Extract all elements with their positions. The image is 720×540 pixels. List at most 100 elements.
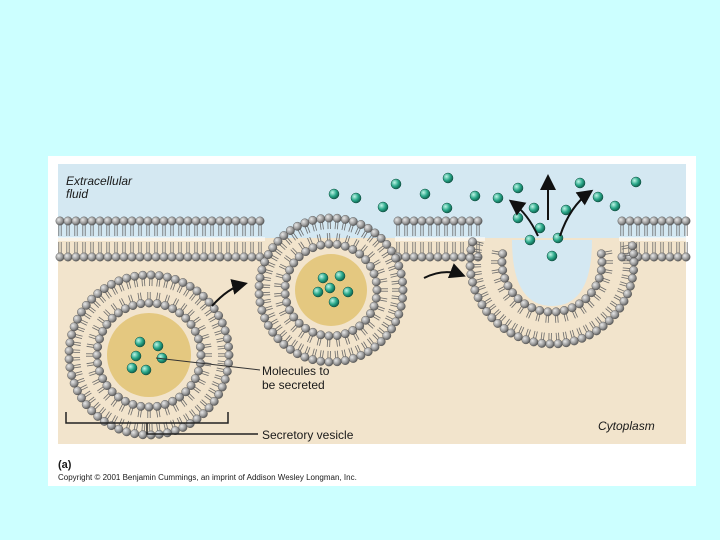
phospholipid-head bbox=[501, 274, 509, 282]
phospholipid-head bbox=[325, 332, 333, 340]
phospholipid-head bbox=[56, 217, 64, 225]
phospholipid-head bbox=[70, 323, 78, 331]
phospholipid-head bbox=[578, 334, 586, 342]
phospholipid-head bbox=[410, 253, 418, 261]
phospholipid-head bbox=[434, 253, 442, 261]
phospholipid-head bbox=[552, 308, 560, 316]
phospholipid-head bbox=[208, 217, 216, 225]
phospholipid-head bbox=[120, 217, 128, 225]
phospholipid-head bbox=[626, 282, 634, 290]
phospholipid-head bbox=[56, 253, 64, 261]
phospholipid-head bbox=[498, 250, 506, 258]
phospholipid-head bbox=[240, 217, 248, 225]
phospholipid-head bbox=[366, 262, 374, 270]
molecules-label: Molecules to be secreted bbox=[262, 364, 333, 392]
phospholipid-head bbox=[129, 301, 137, 309]
phospholipid-head bbox=[618, 217, 626, 225]
phospholipid-head bbox=[372, 294, 380, 302]
phospholipid-head bbox=[64, 253, 72, 261]
phospholipid-head bbox=[225, 351, 233, 359]
phospholipid-head bbox=[391, 254, 399, 262]
phospholipid-head bbox=[93, 343, 101, 351]
copyright-text: Copyright © 2001 Benjamin Cummings, an i… bbox=[58, 473, 357, 482]
phospholipid-head bbox=[333, 214, 341, 222]
phospholipid-head bbox=[504, 282, 512, 290]
phospholipid-head bbox=[538, 339, 546, 347]
phospholipid-head bbox=[498, 258, 506, 266]
phospholipid-head bbox=[200, 253, 208, 261]
phospholipid-head bbox=[458, 253, 466, 261]
phospholipid-head bbox=[628, 242, 636, 250]
phospholipid-head bbox=[282, 298, 290, 306]
phospholipid-head bbox=[139, 271, 147, 279]
phospholipid-head bbox=[200, 217, 208, 225]
phospholipid-head bbox=[248, 217, 256, 225]
phospholipid-head bbox=[372, 278, 380, 286]
phospholipid-head bbox=[325, 240, 333, 248]
phospholipid-head bbox=[130, 272, 138, 280]
phospholipid-head bbox=[163, 429, 171, 437]
phospholipid-head bbox=[394, 217, 402, 225]
phospholipid-head bbox=[528, 304, 536, 312]
phospholipid-head bbox=[418, 253, 426, 261]
phospholipid-head bbox=[349, 354, 357, 362]
phospholipid-head bbox=[115, 425, 123, 433]
phospholipid-head bbox=[160, 253, 168, 261]
phospholipid-head bbox=[282, 274, 290, 282]
phospholipid-head bbox=[256, 298, 264, 306]
phospholipid-head bbox=[115, 277, 123, 285]
phospholipid-head bbox=[357, 351, 365, 359]
phospholipid-head bbox=[64, 217, 72, 225]
phospholipid-head bbox=[325, 214, 333, 222]
phospholipid-head bbox=[546, 340, 554, 348]
phospholipid-head bbox=[281, 290, 289, 298]
phospholipid-head bbox=[466, 262, 474, 270]
lipid-tail bbox=[144, 424, 145, 431]
molecule-sphere bbox=[470, 191, 480, 201]
phospholipid-head bbox=[95, 335, 103, 343]
phospholipid-head bbox=[308, 355, 316, 363]
phospholipid-head bbox=[196, 343, 204, 351]
molecule-sphere bbox=[493, 193, 503, 203]
phospholipid-head bbox=[285, 306, 293, 314]
phospholipid-head bbox=[72, 217, 80, 225]
molecule-sphere bbox=[335, 271, 345, 281]
phospholipid-head bbox=[70, 379, 78, 387]
phospholipid-head bbox=[256, 274, 264, 282]
phospholipid-head bbox=[194, 367, 202, 375]
phospholipid-head bbox=[232, 253, 240, 261]
molecule-sphere bbox=[593, 192, 603, 202]
phospholipid-head bbox=[136, 253, 144, 261]
phospholipid-head bbox=[468, 278, 476, 286]
phospholipid-head bbox=[301, 247, 309, 255]
phospholipid-head bbox=[398, 278, 406, 286]
phospholipid-head bbox=[153, 299, 161, 307]
phospholipid-head bbox=[260, 258, 268, 266]
phospholipid-head bbox=[104, 217, 112, 225]
phospholipid-head bbox=[73, 387, 81, 395]
phospholipid-head bbox=[221, 326, 229, 334]
phospholipid-head bbox=[317, 241, 325, 249]
phospholipid-head bbox=[107, 280, 115, 288]
phospholipid-head bbox=[349, 326, 357, 334]
phospholipid-head bbox=[223, 367, 231, 375]
phospholipid-head bbox=[626, 217, 634, 225]
phospholipid-head bbox=[467, 246, 475, 254]
phospholipid-head bbox=[674, 217, 682, 225]
lipid-tail bbox=[556, 333, 557, 340]
phospholipid-head bbox=[666, 217, 674, 225]
molecule-sphere bbox=[313, 287, 323, 297]
panel-letter: (a) bbox=[58, 459, 72, 471]
phospholipid-head bbox=[139, 431, 147, 439]
lipid-tail bbox=[142, 279, 143, 286]
phospholipid-head bbox=[598, 258, 606, 266]
phospholipid-head bbox=[357, 220, 365, 228]
phospholipid-head bbox=[658, 217, 666, 225]
molecule-sphere bbox=[513, 213, 523, 223]
phospholipid-head bbox=[232, 217, 240, 225]
phospholipid-head bbox=[658, 253, 666, 261]
phospholipid-head bbox=[364, 347, 372, 355]
phospholipid-head bbox=[395, 310, 403, 318]
phospholipid-head bbox=[370, 270, 378, 278]
phospholipid-head bbox=[240, 253, 248, 261]
